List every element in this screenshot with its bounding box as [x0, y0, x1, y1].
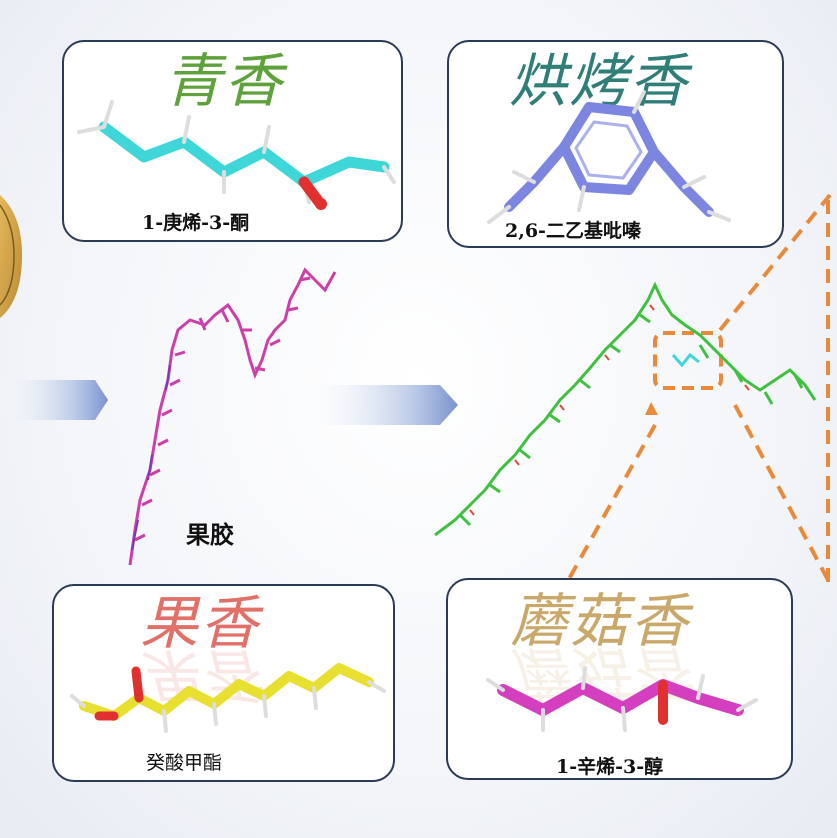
panel-roasted-note: 烘烤香 2,6-二乙基吡嗪	[447, 40, 784, 248]
flow-arrow-left	[0, 380, 108, 420]
molecule-diethylpyrazine	[487, 90, 731, 224]
panel-title-mushroom-note: 蘑菇香	[510, 587, 691, 655]
bound-ligand	[671, 352, 700, 368]
molecule-methyl-decanoate	[70, 663, 386, 733]
zoom-connector-lines	[558, 193, 832, 596]
pectin-molecule-accents	[131, 364, 171, 551]
flow-arrow-middle	[300, 385, 458, 425]
highlight-box	[653, 331, 723, 390]
panel-label-mushroom-note: 1-辛烯-3-醇	[556, 756, 664, 778]
left-edge-disc	[0, 195, 22, 318]
panel-label-roasted-note: 2,6-二乙基吡嗪	[505, 220, 641, 242]
molecule-octenol	[486, 666, 758, 732]
panel-fruity-note: 果香 果香 癸酸甲酯	[52, 584, 395, 782]
panel-title-fruity-note: 果香	[140, 589, 261, 657]
panel-green-note: 青香 1-庚烯-3-酮	[62, 40, 403, 242]
panel-label-fruity-note: 癸酸甲酯	[146, 752, 223, 774]
pectin-label: 果胶	[186, 521, 234, 549]
pectin-molecule	[128, 267, 337, 566]
panel-mushroom-note: 蘑菇香 蘑菇香 1-辛烯-3-醇	[446, 578, 793, 780]
panel-title-roasted-note: 烘烤香	[509, 47, 690, 115]
pointer-arrow	[645, 402, 658, 415]
molecule-heptenone	[77, 100, 396, 210]
panel-label-green-note: 1-庚烯-3-酮	[142, 212, 250, 234]
complex-oxygen-accents	[469, 304, 750, 516]
panel-title-green-note: 青香	[164, 47, 285, 115]
pectin-complex-molecule	[434, 281, 817, 537]
